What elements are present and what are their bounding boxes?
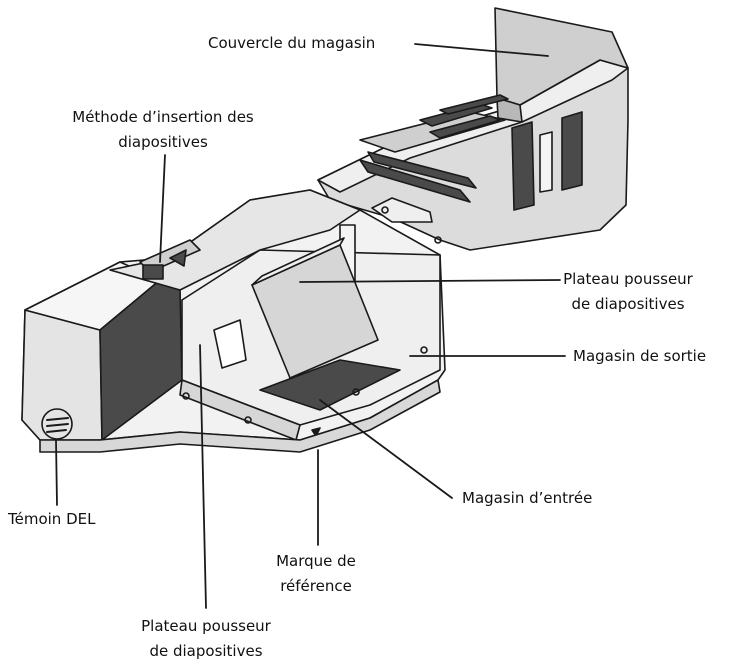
leader-lines — [55, 43, 566, 609]
label-led: Témoin DEL — [8, 510, 96, 528]
label-input-magazine: Magasin d’entrée — [462, 489, 593, 507]
label-pusher-right-line2: de diapositives — [571, 295, 685, 313]
label-pusher-bottom-line2: de diapositives — [149, 642, 263, 660]
label-output-magazine: Magasin de sortie — [573, 347, 707, 365]
label-insertion-method-line1: Méthode d’insertion des — [72, 108, 254, 126]
label-magazine-lid: Couvercle du magasin — [208, 34, 376, 52]
label-insertion-method-line2: diapositives — [118, 133, 208, 151]
led-indicator — [41, 408, 73, 440]
label-reference-mark-line2: référence — [280, 577, 352, 595]
scanner-body — [21, 189, 446, 453]
magazine-lid — [317, 7, 629, 251]
label-pusher-bottom-line1: Plateau pousseur — [141, 617, 271, 635]
label-pusher-right-line1: Plateau pousseur — [563, 270, 693, 288]
label-reference-mark-line1: Marque de — [276, 552, 356, 570]
